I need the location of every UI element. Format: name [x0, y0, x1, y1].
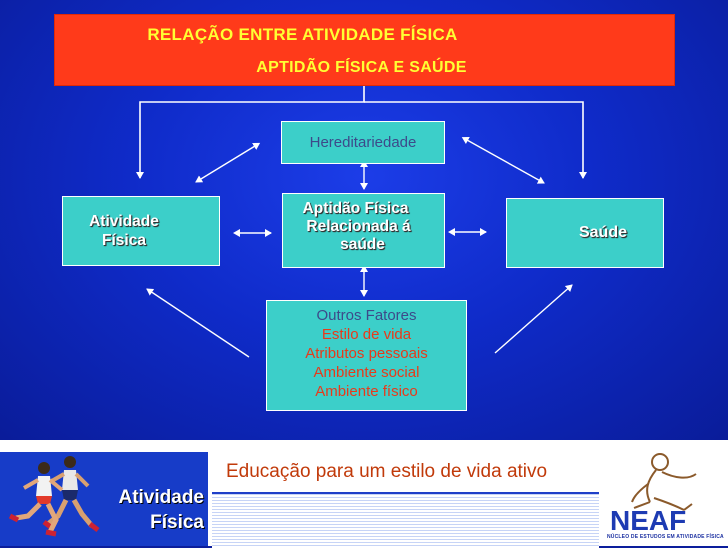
neaf-logo-icon: NEAF: [610, 453, 697, 536]
arrow-hered-saude: [461, 136, 545, 184]
box-saude: Saúde: [506, 198, 664, 268]
outros-item: Atributos pessoais: [305, 345, 428, 362]
atividade-line-2: Física: [102, 232, 146, 249]
footer-decorative-band: [212, 492, 599, 548]
footer-logo-line-2: Física: [150, 512, 204, 533]
aptidao-line-2: Relacionada á: [306, 218, 411, 235]
title-line-1: RELAÇÃO ENTRE ATIVIDADE FÍSICA: [147, 25, 458, 44]
loop-arrow-left: [136, 86, 365, 179]
runners-icon: [8, 456, 100, 537]
hereditariedade-label: Hereditariedade: [309, 134, 417, 151]
footer-slogan: Educação para um estilo de vida ativo: [226, 461, 548, 482]
arrow-hered-ativ: [195, 142, 261, 183]
atividade-line-1: Atividade: [89, 213, 159, 230]
box-hereditariedade: Hereditariedade: [281, 121, 445, 164]
loop-arrow-right: [364, 101, 587, 179]
aptidao-line-3: saúde: [340, 236, 385, 253]
box-atividade-fisica: Atividade Física: [62, 196, 220, 266]
outros-item: Ambiente físico: [315, 383, 418, 400]
outros-item: Ambiente social: [313, 364, 420, 381]
saude-label: Saúde: [578, 224, 627, 241]
title-line-2: APTIDÃO FÍSICA E SAÚDE: [256, 59, 467, 76]
connector-arrows: [136, 86, 587, 358]
outros-item: Estilo de vida: [321, 326, 412, 343]
neaf-caption: NÚCLEO DE ESTUDOS EM ATIVIDADE FÍSICA: [607, 534, 724, 540]
arrow-outros-saude: [494, 284, 573, 354]
box-outros-fatores: Outros Fatores Estilo de vida Atributos …: [266, 300, 467, 411]
title-banner: RELAÇÃO ENTRE ATIVIDADE FÍSICA APTIDÃO F…: [54, 14, 675, 86]
footer-logo-line-1: Atividade: [118, 487, 204, 508]
footer: Atividade Física: [0, 440, 728, 546]
neaf-logo-text: NEAF: [610, 505, 686, 536]
outros-heading: Outros Fatores: [316, 307, 417, 324]
arrow-outros-ativ: [146, 288, 250, 358]
aptidao-line-1: Aptidão Física: [302, 200, 409, 217]
footer-logo-block: Atividade Física: [0, 452, 208, 546]
box-aptidao-fisica: Aptidão Física Relacionada á saúde: [282, 193, 445, 268]
footer-logo-text: Atividade Física: [92, 487, 208, 543]
